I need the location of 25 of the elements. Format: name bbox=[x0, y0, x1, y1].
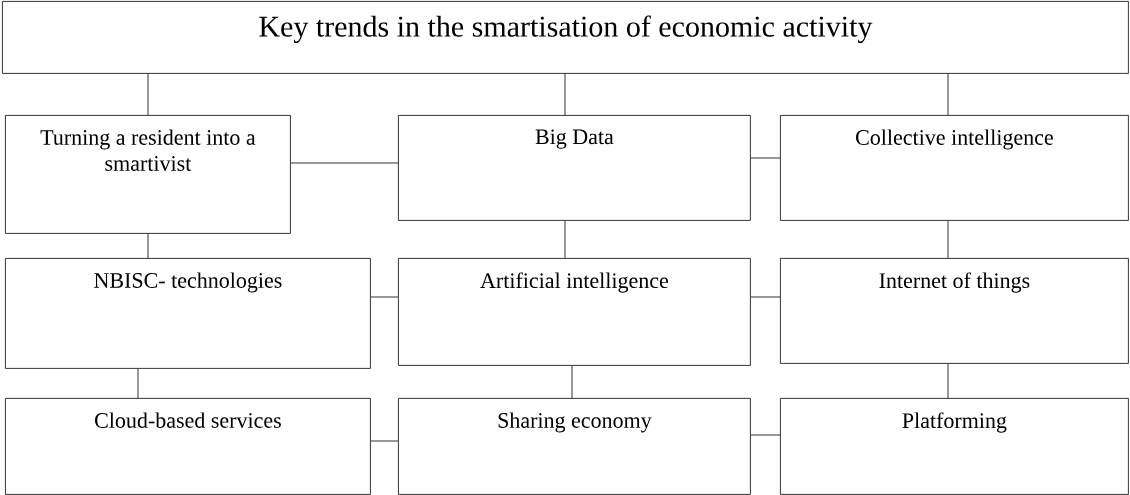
trend-box: Sharing economy bbox=[398, 398, 751, 495]
trend-box: Turning a resident into a smartivist bbox=[5, 115, 291, 234]
connector-line bbox=[137, 368, 139, 399]
trend-box: NBISC- technologies bbox=[5, 258, 371, 369]
connector-line bbox=[750, 296, 781, 298]
connector-line bbox=[147, 233, 149, 259]
trend-box: Big Data bbox=[398, 115, 751, 221]
connector-line bbox=[571, 365, 573, 399]
connector-line bbox=[947, 220, 949, 259]
connector-line bbox=[370, 440, 399, 442]
connector-line bbox=[147, 73, 149, 116]
connector-line bbox=[564, 220, 566, 259]
connector-line bbox=[564, 73, 566, 116]
trend-box: Cloud-based services bbox=[5, 398, 371, 495]
trend-box: Artificial intelligence bbox=[398, 258, 751, 366]
connector-line bbox=[750, 434, 781, 436]
connector-line bbox=[750, 157, 781, 159]
trend-box: Internet of things bbox=[780, 258, 1129, 364]
title-box: Key trends in the smartisation of economic activity bbox=[2, 1, 1129, 74]
trend-box: Platforming bbox=[780, 398, 1129, 495]
connector-line bbox=[947, 363, 949, 399]
connector-line bbox=[290, 162, 399, 164]
connector-line bbox=[947, 73, 949, 116]
trend-box: Collective intelligence bbox=[780, 115, 1129, 221]
connector-line bbox=[370, 296, 399, 298]
